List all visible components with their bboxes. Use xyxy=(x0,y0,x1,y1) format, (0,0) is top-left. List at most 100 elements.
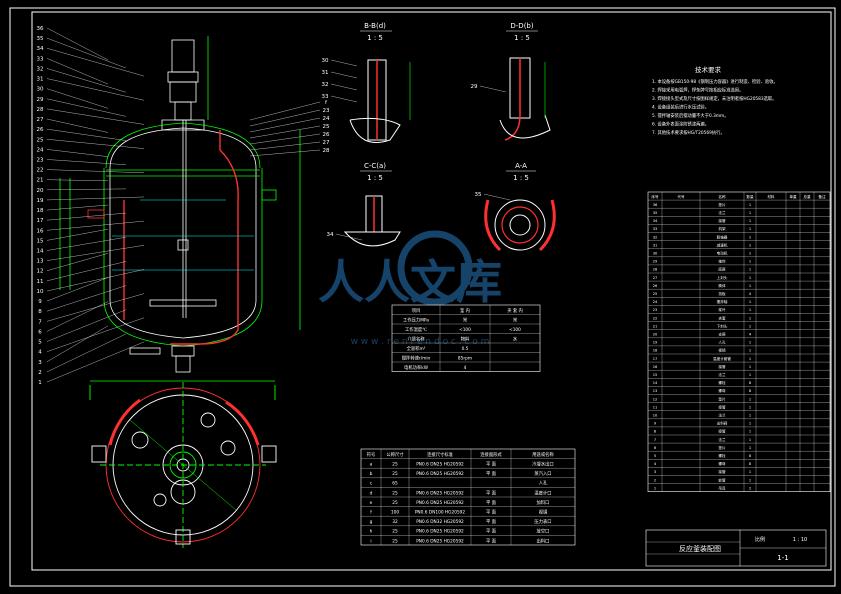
table-cell: 温度计口 xyxy=(534,489,551,496)
part-label: 6 xyxy=(38,329,42,335)
part-label: 36 xyxy=(37,26,44,32)
title-block: 反应釜装配图 1-1 比例 1 : 10 xyxy=(645,529,827,567)
table-cell: 12 xyxy=(653,397,658,401)
table-cell: 水 xyxy=(513,335,518,342)
leader-line xyxy=(46,228,109,241)
table-cell: 接管 xyxy=(718,469,726,474)
tech-requirements: 技术要求 1. 本设备按GB150-98《钢制压力容器》进行制造、检验、验收。2… xyxy=(652,65,778,136)
leader-line xyxy=(46,212,127,221)
table-cell: 30 xyxy=(653,252,658,256)
leader-lines-left xyxy=(46,27,145,383)
table-cell: 6 xyxy=(654,446,657,450)
part-label: 1 xyxy=(38,380,42,386)
leader-line xyxy=(46,139,145,149)
table-cell: 25 xyxy=(392,471,398,477)
leader-line xyxy=(46,269,145,292)
vessel-elevation xyxy=(59,36,301,382)
part-label: 4 xyxy=(38,350,42,356)
part-label: 16 xyxy=(37,228,44,234)
leader-line xyxy=(46,341,145,383)
table-cell: 22 xyxy=(653,316,658,320)
part-label: 27 xyxy=(37,117,44,123)
table-cell: 19 xyxy=(653,341,658,345)
leader-line xyxy=(249,133,321,145)
watermark-url: w w w . r e n r e n d o c . c o m xyxy=(351,337,490,347)
table-cell: 夹套 xyxy=(718,315,726,320)
section-cc-scale: 1 : 5 xyxy=(367,174,383,182)
table-cell: 8 xyxy=(749,462,752,466)
table-cell: 25 xyxy=(392,500,398,506)
leader-line xyxy=(330,71,358,79)
table-cell: 搅拌转速r/min xyxy=(402,354,431,361)
tech-requirement-line: 7. 其他技术要求按HG/T20569执行。 xyxy=(652,129,725,136)
table-cell: 电动机 xyxy=(717,251,728,256)
table-cell: 1 xyxy=(749,470,751,474)
leader-line xyxy=(46,220,145,231)
table-cell: 出料口 xyxy=(537,537,550,544)
outer-border xyxy=(9,7,836,587)
table-cell: i xyxy=(370,538,371,544)
part-label: 27 xyxy=(323,140,330,146)
table-cell: 平 面 xyxy=(486,538,497,544)
table-cell: 1 xyxy=(749,478,751,482)
table-cell: PN0.6 DN25 HG20592 xyxy=(416,490,464,496)
table-cell: 7 xyxy=(654,438,656,442)
section-part-label: 34 xyxy=(327,232,334,238)
table-cell: 1 xyxy=(749,252,751,256)
table-cell: 26 xyxy=(653,284,658,288)
section-part-label: 35 xyxy=(475,192,482,198)
table-cell: 筒体 xyxy=(718,283,726,288)
table-cell: 法兰 xyxy=(718,372,726,377)
part-label: 22 xyxy=(37,168,44,174)
leader-line xyxy=(335,233,363,241)
leader-line xyxy=(483,193,511,201)
table-cell: 24 xyxy=(653,300,658,304)
tech-requirement-line: 2. 焊接采用电弧焊，焊条牌号按相应标准选用。 xyxy=(652,87,743,94)
part-label: 18 xyxy=(37,208,44,214)
table-cell: 1 xyxy=(749,430,751,434)
table-cell: 物料 xyxy=(461,335,470,342)
table-header: 连接面形式 xyxy=(480,451,502,458)
table-cell: 搅拌轴 xyxy=(717,299,728,304)
table-cell: 人孔 xyxy=(539,480,548,487)
table-cell: 1 xyxy=(749,227,751,231)
table-cell: 上封头 xyxy=(717,275,728,280)
table-cell: 冷凝水出口 xyxy=(532,461,553,468)
table-cell: 螺栓 xyxy=(718,380,726,385)
table-cell: 视镜 xyxy=(718,348,726,353)
table-cell: 0.5 xyxy=(462,346,469,352)
table-cell: 36 xyxy=(653,203,658,207)
leader-line xyxy=(46,108,145,125)
table-cell: 吊耳 xyxy=(718,485,726,490)
part-label: 11 xyxy=(37,279,44,285)
table-cell: 平 面 xyxy=(486,471,497,477)
table-cell: 4 xyxy=(749,292,752,296)
table-cell: 蒸汽入口 xyxy=(534,470,551,477)
table-cell: 联轴器 xyxy=(717,234,728,239)
part-label: 33 xyxy=(37,56,44,62)
table-cell: 1 xyxy=(749,365,751,369)
table-cell: 21 xyxy=(653,324,658,328)
table-cell: 1 xyxy=(749,276,751,280)
part-label: 34 xyxy=(37,46,44,52)
table-cell: 11 xyxy=(653,405,658,409)
table-cell: 5 xyxy=(654,454,656,458)
table-cell: 1 xyxy=(654,486,656,490)
watermark: 人人文库 w w w . r e n r e n d o c . c o m xyxy=(318,230,502,347)
table-cell: 压力表口 xyxy=(534,518,551,525)
part-label: 12 xyxy=(37,269,44,275)
section-part-label: 32 xyxy=(322,82,329,88)
section-aa-scale: 1 : 5 xyxy=(513,174,529,182)
table-cell: e xyxy=(370,501,373,506)
section-aa-title: A-A xyxy=(515,162,527,170)
table-cell: 减速机 xyxy=(717,242,728,247)
part-label: 13 xyxy=(37,259,44,265)
table-cell: 16 xyxy=(653,365,658,369)
table-cell: 1 xyxy=(749,243,751,247)
table-cell: 23 xyxy=(653,308,658,312)
table-cell: 15 xyxy=(653,373,658,377)
table-cell: 25 xyxy=(653,292,658,296)
leader-line xyxy=(330,95,358,103)
